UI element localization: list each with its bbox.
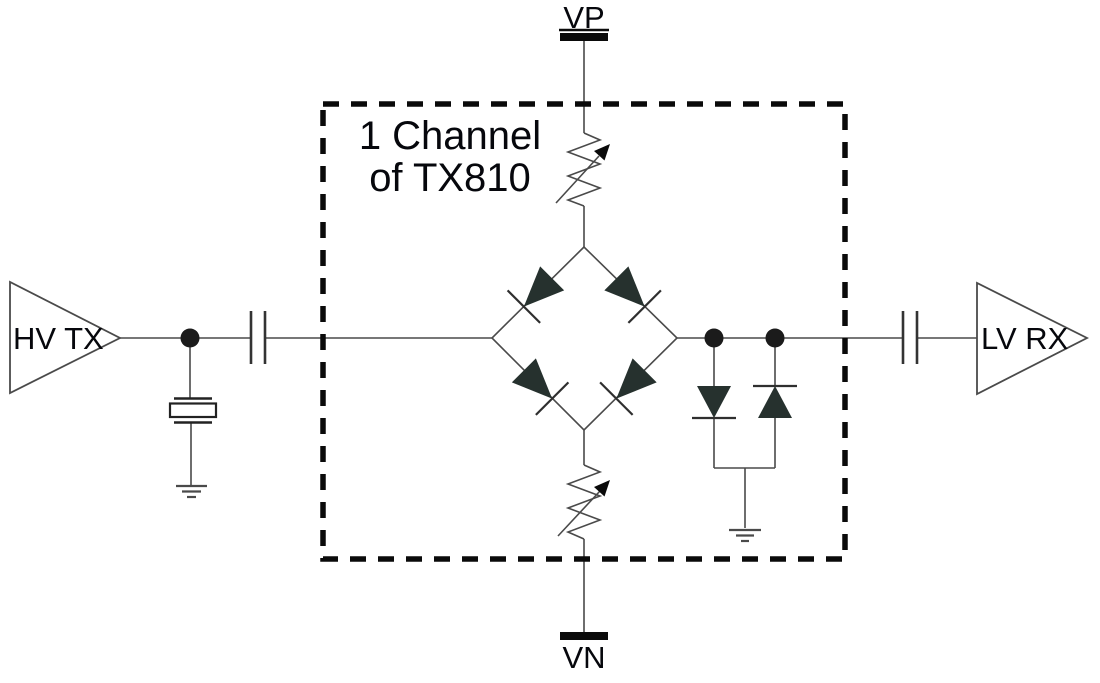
transducer-body (168, 402, 218, 419)
ground-icon-right (729, 528, 761, 543)
diode-cathode-bar (506, 289, 541, 324)
channel-title-line2: of TX810 (369, 156, 531, 200)
channel-boundary-box (320, 101, 848, 562)
diode-triangle (616, 358, 657, 399)
resistor-zigzag (565, 464, 603, 540)
bridge-diode-top-left-icon (506, 266, 565, 324)
clamp-diode-up-icon (753, 384, 797, 418)
diode-triangle (604, 266, 645, 307)
ground-icon-left (176, 484, 207, 499)
junction-dot-tx (180, 328, 200, 348)
diode-triangle (511, 358, 553, 399)
coupling-capacitor-right-icon (901, 311, 919, 364)
clamp-diodes (692, 384, 797, 420)
wires (120, 41, 977, 632)
junction-dot-rx-left (704, 328, 724, 348)
resistor-arrow-shaft (555, 155, 600, 204)
hv-tx-label: HV TX (13, 321, 104, 356)
bridge-diamond-outline (490, 245, 679, 432)
diode-triangle (697, 386, 731, 418)
channel-title-line1: 1 Channel (359, 114, 541, 158)
amplifier-triangle (976, 281, 1089, 396)
resistor-arrow-head (594, 144, 610, 161)
clamp-diode-down-icon (692, 386, 736, 420)
resistor-arrow-shaft (557, 490, 601, 537)
diode-cathode-bar (535, 381, 570, 416)
junction-dot-rx-right (765, 328, 785, 348)
resistor-zigzag (565, 132, 603, 207)
vn-rail: VN (560, 632, 608, 675)
vn-label: VN (562, 640, 605, 675)
vp-rail-bar-icon (560, 33, 608, 41)
resistor-arrow-head (594, 480, 610, 497)
vp-rail: VP (559, 0, 609, 41)
diode-triangle (523, 266, 565, 307)
bridge-diode-bottom-left-icon (511, 358, 570, 416)
crystal-transducer-icon (168, 397, 218, 424)
hv-tx-amplifier-icon: HV TX (9, 280, 122, 395)
variable-resistor-top-icon (555, 132, 610, 207)
diode-cathode-bar (599, 381, 634, 416)
variable-resistor-bottom-icon (557, 464, 610, 540)
amplifier-triangle (9, 280, 122, 395)
vp-label: VP (563, 0, 604, 35)
bridge-diode-bottom-right-icon (599, 358, 657, 416)
diode-triangle (758, 386, 792, 418)
diode-bridge-icon (506, 266, 662, 416)
vn-rail-bar-icon (560, 632, 608, 640)
bridge-diode-top-right-icon (604, 266, 662, 324)
diode-cathode-bar (627, 289, 662, 324)
coupling-capacitor-left-icon (249, 311, 267, 364)
lv-rx-label: LV RX (981, 321, 1069, 356)
lv-rx-amplifier-icon: LV RX (976, 281, 1089, 396)
